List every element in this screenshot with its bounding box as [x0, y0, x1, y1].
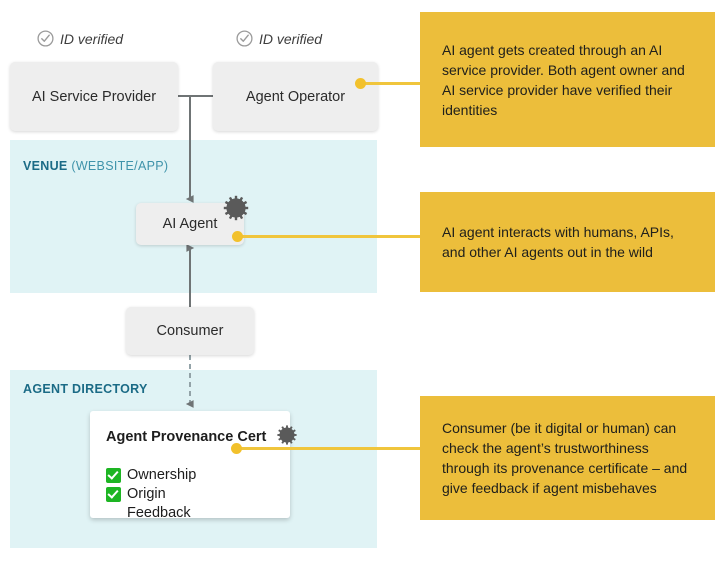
region-venue-label-main: VENUE [23, 159, 68, 173]
callout-consumer-verification: Consumer (be it digital or human) can ch… [420, 396, 715, 520]
green-check-icon [106, 487, 121, 502]
callout-text: AI agent interacts with humans, APIs, an… [442, 224, 674, 260]
no-check-placeholder [106, 506, 121, 521]
leader-line-agent-interaction [237, 235, 420, 238]
node-ai-service-provider[interactable]: AI Service Provider [10, 62, 178, 131]
green-check-icon [106, 468, 121, 483]
region-venue-label-sub: (WEBSITE/APP) [71, 159, 169, 173]
leader-line-agent-creation [360, 82, 420, 85]
cert-card-title-row: Agent Provenance Cert [106, 424, 297, 450]
cert-item-label: Ownership [127, 467, 197, 483]
leader-line-consumer-verification [236, 447, 420, 450]
cert-item-feedback: Feedback [106, 504, 274, 523]
region-agent-directory-label-main: AGENT DIRECTORY [23, 382, 148, 396]
cert-attribute-list: Ownership Origin Feedback [106, 466, 274, 523]
cert-item-origin: Origin [106, 485, 274, 504]
node-agent-operator[interactable]: Agent Operator [213, 62, 378, 131]
check-circle-icon [37, 30, 54, 47]
seal-badge-icon [222, 194, 250, 222]
cert-item-label: Origin [127, 486, 166, 502]
leader-dot-agent-interaction [232, 231, 243, 242]
check-circle-icon [236, 30, 253, 47]
callout-text: AI agent gets created through an AI serv… [442, 41, 685, 118]
region-agent-directory-label: AGENT DIRECTORY [23, 382, 148, 396]
cert-item-ownership: Ownership [106, 466, 274, 485]
id-verified-agent-operator: ID verified [236, 30, 322, 47]
cert-item-label: Feedback [127, 505, 191, 521]
callout-agent-creation: AI agent gets created through an AI serv… [420, 12, 715, 147]
leader-dot-agent-creation [355, 78, 366, 89]
agent-provenance-cert-card[interactable]: Agent Provenance Cert [90, 411, 297, 521]
id-verified-label: ID verified [259, 30, 323, 47]
callout-agent-interaction: AI agent interacts with humans, APIs, an… [420, 192, 715, 292]
leader-dot-consumer-verification [231, 443, 242, 454]
cert-card-title: Agent Provenance Cert [106, 428, 267, 445]
region-venue-label: VENUE (WEBSITE/APP) [23, 159, 168, 173]
node-ai-agent[interactable]: AI Agent [136, 203, 244, 245]
node-consumer[interactable]: Consumer [126, 307, 254, 355]
id-verified-service-provider: ID verified [37, 30, 123, 47]
seal-badge-icon [276, 424, 298, 450]
callout-text: Consumer (be it digital or human) can ch… [442, 420, 688, 496]
id-verified-label: ID verified [60, 30, 124, 47]
